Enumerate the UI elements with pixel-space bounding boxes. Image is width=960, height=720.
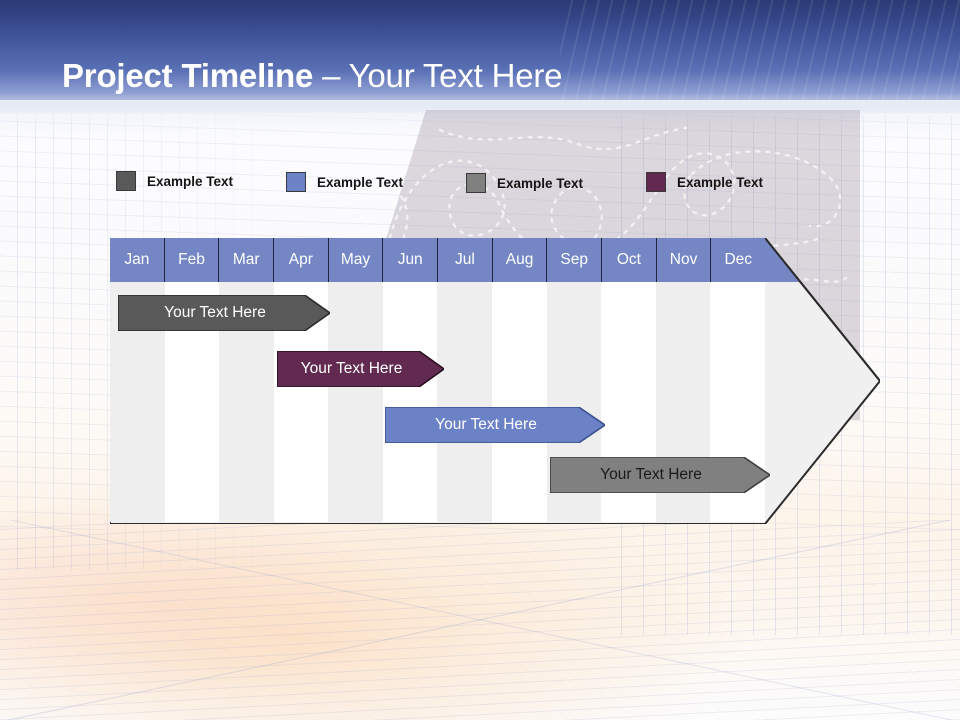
background-wire-horizontals [0, 520, 960, 720]
month-cell-nov[interactable]: Nov [656, 238, 712, 282]
month-cell-dec[interactable]: Dec [711, 238, 766, 282]
page-title-dash: – [313, 57, 349, 94]
background-wire-diagonals [0, 520, 960, 720]
legend-item-1[interactable]: Example Text [116, 171, 233, 191]
month-cell-feb[interactable]: Feb [164, 238, 220, 282]
month-cell-aug[interactable]: Aug [492, 238, 548, 282]
page-title: Project Timeline – Your Text Here [62, 56, 562, 96]
month-cell-may[interactable]: May [328, 238, 384, 282]
title-banner [0, 0, 960, 113]
task-bar-4[interactable]: Your Text Here [550, 457, 770, 493]
month-cell-apr[interactable]: Apr [274, 238, 329, 282]
legend-label-3: Example Text [497, 175, 584, 191]
month-cell-jun[interactable]: Jun [383, 238, 439, 282]
page-title-rest: Your Text Here [348, 57, 563, 94]
legend-label-2: Example Text [317, 174, 404, 190]
task-bar-3-shape [385, 407, 605, 443]
task-bar-4-label: Your Text Here [600, 466, 702, 483]
banner-streak-decor [560, 0, 960, 113]
task-bar-3-label: Your Text Here [435, 416, 537, 433]
legend-item-2[interactable]: Example Text [286, 172, 403, 192]
month-cell-oct[interactable]: Oct [602, 238, 657, 282]
legend-item-4[interactable]: Example Text [646, 172, 763, 192]
task-bar-1-shape [118, 295, 330, 331]
month-cell-sep[interactable]: Sep [547, 238, 603, 282]
month-cell-jan[interactable]: Jan [110, 238, 165, 282]
task-bar-2-shape [277, 351, 444, 387]
grid-column-may [328, 282, 383, 522]
page-title-bold: Project Timeline [62, 57, 314, 94]
grid-column-jul [437, 282, 493, 522]
legend-label-4: Example Text [677, 174, 764, 190]
task-bar-4-shape [550, 457, 770, 493]
task-bar-2-label: Your Text Here [300, 360, 403, 377]
task-bar-3[interactable]: Your Text Here [385, 407, 605, 443]
month-header-row: Jan Feb Mar Apr May Jun Jul Aug Sep Oct … [110, 238, 766, 282]
task-bar-2[interactable]: Your Text Here [277, 351, 444, 387]
legend-swatch-4 [646, 172, 666, 192]
month-cell-mar[interactable]: Mar [219, 238, 275, 282]
legend-swatch-3 [466, 173, 486, 193]
legend-swatch-2 [286, 172, 306, 192]
grid-column-jun [382, 282, 438, 522]
legend-swatch-1 [116, 171, 136, 191]
legend-label-1: Example Text [147, 173, 234, 189]
grid-column-aug [492, 282, 547, 522]
task-bar-1-label: Your Text Here [164, 304, 266, 321]
task-bar-1[interactable]: Your Text Here [118, 295, 330, 331]
month-cell-jul[interactable]: Jul [438, 238, 493, 282]
legend-item-3[interactable]: Example Text [466, 173, 583, 193]
gantt-chart: Jan Feb Mar Apr May Jun Jul Aug Sep Oct … [110, 238, 880, 524]
